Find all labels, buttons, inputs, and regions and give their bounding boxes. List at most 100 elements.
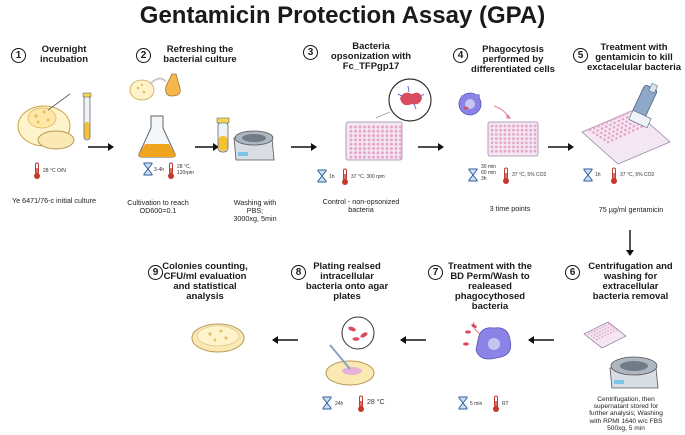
well	[354, 129, 357, 133]
well	[367, 147, 371, 150]
well	[394, 129, 398, 133]
well	[607, 329, 610, 332]
well	[494, 137, 498, 140]
well	[376, 134, 380, 138]
well	[533, 133, 537, 136]
well	[363, 155, 366, 159]
well	[376, 147, 380, 150]
well	[363, 142, 366, 146]
well	[507, 128, 511, 132]
well	[588, 128, 592, 132]
well	[525, 128, 528, 132]
well	[376, 138, 380, 142]
well	[516, 124, 520, 128]
well	[394, 155, 398, 159]
well	[354, 155, 357, 159]
step-1-caption: Ye 6471/76-c initial culture	[11, 196, 97, 205]
well	[529, 145, 533, 149]
well	[621, 117, 625, 121]
well	[516, 149, 520, 153]
thermometer-icon	[493, 395, 499, 412]
well	[376, 129, 380, 133]
well	[609, 119, 613, 122]
well	[520, 137, 524, 140]
well	[613, 121, 616, 125]
well	[363, 138, 366, 142]
well	[529, 133, 533, 136]
thermometer-icon	[34, 162, 40, 179]
well	[512, 133, 515, 136]
well	[617, 119, 621, 123]
well	[490, 124, 494, 128]
well	[358, 151, 362, 155]
well	[603, 134, 607, 137]
well	[612, 125, 616, 129]
well	[610, 325, 613, 327]
erlenmeyer-flask-icon	[138, 115, 176, 158]
well	[529, 124, 533, 128]
well	[612, 327, 615, 329]
step-7-time: 5 min	[470, 401, 483, 407]
well	[593, 333, 596, 336]
well	[588, 333, 590, 335]
well	[503, 128, 507, 132]
step-3-time: 1h	[329, 174, 335, 180]
arrow-down-icon	[626, 230, 634, 256]
well	[372, 134, 375, 138]
well	[499, 145, 502, 149]
well	[533, 137, 537, 140]
well	[520, 128, 524, 132]
step-1-condition: 28 °C O/N	[43, 168, 66, 174]
well	[354, 138, 357, 142]
well	[399, 125, 402, 129]
well	[520, 141, 524, 145]
agar-plating-illustration	[325, 316, 375, 386]
well	[490, 149, 494, 153]
well	[593, 336, 596, 339]
hourglass-icon	[583, 168, 593, 182]
step-4-caption: 3 time points	[489, 204, 531, 213]
thermometer-icon	[611, 167, 617, 184]
well	[499, 133, 502, 136]
centrifuge-tube-icon	[216, 117, 275, 161]
well	[367, 125, 371, 129]
well	[611, 134, 615, 138]
step-4-number: 4	[453, 48, 468, 63]
well	[503, 137, 507, 140]
well	[597, 124, 600, 128]
well	[363, 129, 366, 133]
well	[363, 125, 366, 129]
well	[499, 141, 502, 145]
well	[394, 138, 398, 142]
well	[354, 142, 357, 146]
well	[499, 124, 502, 128]
well	[394, 151, 398, 155]
well	[520, 133, 524, 136]
well	[608, 127, 612, 131]
well	[385, 129, 389, 133]
step-3-condition: 37 °C, 300 rpm	[351, 174, 385, 180]
well	[607, 326, 610, 329]
well	[598, 337, 601, 340]
step-5-number: 5	[573, 48, 588, 63]
culture-petri-dish-illustration	[17, 92, 92, 150]
well	[627, 131, 631, 134]
well	[600, 127, 604, 130]
well	[592, 126, 596, 130]
well	[512, 124, 515, 128]
well	[601, 329, 604, 332]
well	[358, 138, 362, 142]
well	[381, 151, 384, 155]
well	[372, 129, 375, 133]
well	[494, 145, 498, 149]
well	[358, 142, 362, 146]
well	[612, 130, 615, 133]
well	[604, 328, 607, 330]
well	[358, 155, 362, 159]
well	[525, 145, 528, 149]
well	[381, 125, 384, 129]
well	[399, 134, 402, 138]
